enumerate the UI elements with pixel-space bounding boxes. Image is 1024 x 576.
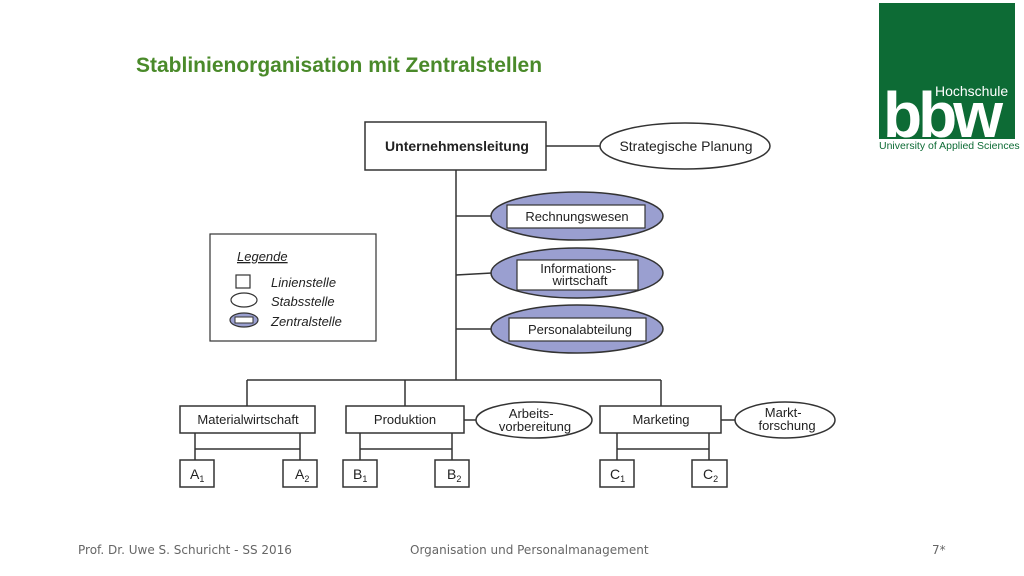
unit-b1-label: B1 [353, 466, 367, 484]
staff-arbeitsvorbereitung-line2: vorbereitung [499, 419, 571, 434]
central-unit-personnel: Personalabteilung [490, 304, 664, 354]
unit-c2-label: C2 [703, 466, 718, 484]
unit-b2-label: B2 [447, 466, 461, 484]
unit-a1-label: A1 [190, 466, 204, 484]
central-unit-information-line2: wirtschaft [552, 273, 608, 288]
central-unit-personnel-label: Personalabteilung [528, 322, 632, 337]
legend-central-unit-label: Zentralstelle [270, 314, 342, 329]
staff-marktforschung-line2: forschung [758, 418, 815, 433]
dept-produktion-label: Produktion [374, 412, 436, 427]
dept-materialwirtschaft: Materialwirtschaft [179, 405, 316, 434]
staff-arbeitsvorbereitung: Arbeits- vorbereitung [475, 401, 593, 439]
legend-box: Legende Linienstelle Stabsstelle Zentral… [209, 233, 377, 342]
legend-title: Legende [237, 249, 288, 264]
dept-marketing-label: Marketing [632, 412, 689, 427]
logo-bbw-text: bbw [883, 79, 1003, 151]
logo-hochschule-text: Hochschule [935, 83, 1009, 99]
unit-c1-label: C1 [610, 466, 625, 484]
top-management-box: Unternehmensleitung [364, 121, 547, 171]
logo-subtitle: University of Applied Sciences [879, 140, 1020, 152]
hochschule-bbw-logo: Hochschule bbw University of Applied Sci… [879, 3, 1020, 153]
legend-line-unit-label: Linienstelle [271, 275, 336, 290]
unit-a2-label: A2 [295, 466, 309, 484]
legend-staff-unit-label: Stabsstelle [271, 294, 335, 309]
staff-arbeitsvorbereitung-line1: Arbeits- [509, 406, 554, 421]
central-unit-information-label: Informations- wirtschaft [540, 261, 620, 288]
central-unit-information-line1: Informations- [540, 261, 616, 276]
central-unit-accounting-label: Rechnungswesen [525, 209, 628, 224]
slide-title: Stablinienorganisation mit Zentralstelle… [136, 54, 543, 77]
staff-marktforschung-label: Markt- forschung [758, 405, 815, 433]
connector-lines [194, 145, 735, 460]
staff-marktforschung-line1: Markt- [765, 405, 802, 420]
unit-b2: B2 [434, 459, 470, 488]
strategic-planning-label: Strategische Planung [619, 138, 752, 154]
unit-c2: C2 [691, 459, 728, 488]
footer-course: Organisation und Personalmanagement [410, 543, 649, 557]
legend-central-unit-symbol-inner [234, 316, 254, 324]
logo-green-block: Hochschule bbw [879, 3, 1015, 147]
central-unit-accounting: Rechnungswesen [490, 191, 664, 241]
dept-marketing: Marketing [599, 405, 722, 434]
central-unit-information: Informations- wirtschaft [490, 247, 664, 299]
unit-c1: C1 [599, 459, 635, 488]
dept-materialwirtschaft-label: Materialwirtschaft [197, 412, 299, 427]
footer-page-number: 7* [932, 543, 946, 557]
unit-a2: A2 [282, 459, 318, 488]
unit-b1: B1 [342, 459, 378, 488]
dept-produktion: Produktion [345, 405, 465, 434]
footer-author: Prof. Dr. Uwe S. Schuricht - SS 2016 [78, 543, 292, 557]
legend-staff-unit-symbol [230, 292, 258, 308]
staff-marktforschung: Markt- forschung [734, 401, 836, 439]
unit-a1: A1 [179, 459, 215, 488]
legend-line-unit-symbol [235, 274, 251, 289]
strategic-planning-staff: Strategische Planung [599, 122, 771, 170]
top-management-label: Unternehmensleitung [385, 138, 529, 154]
staff-arbeitsvorbereitung-label: Arbeits- vorbereitung [499, 406, 571, 434]
